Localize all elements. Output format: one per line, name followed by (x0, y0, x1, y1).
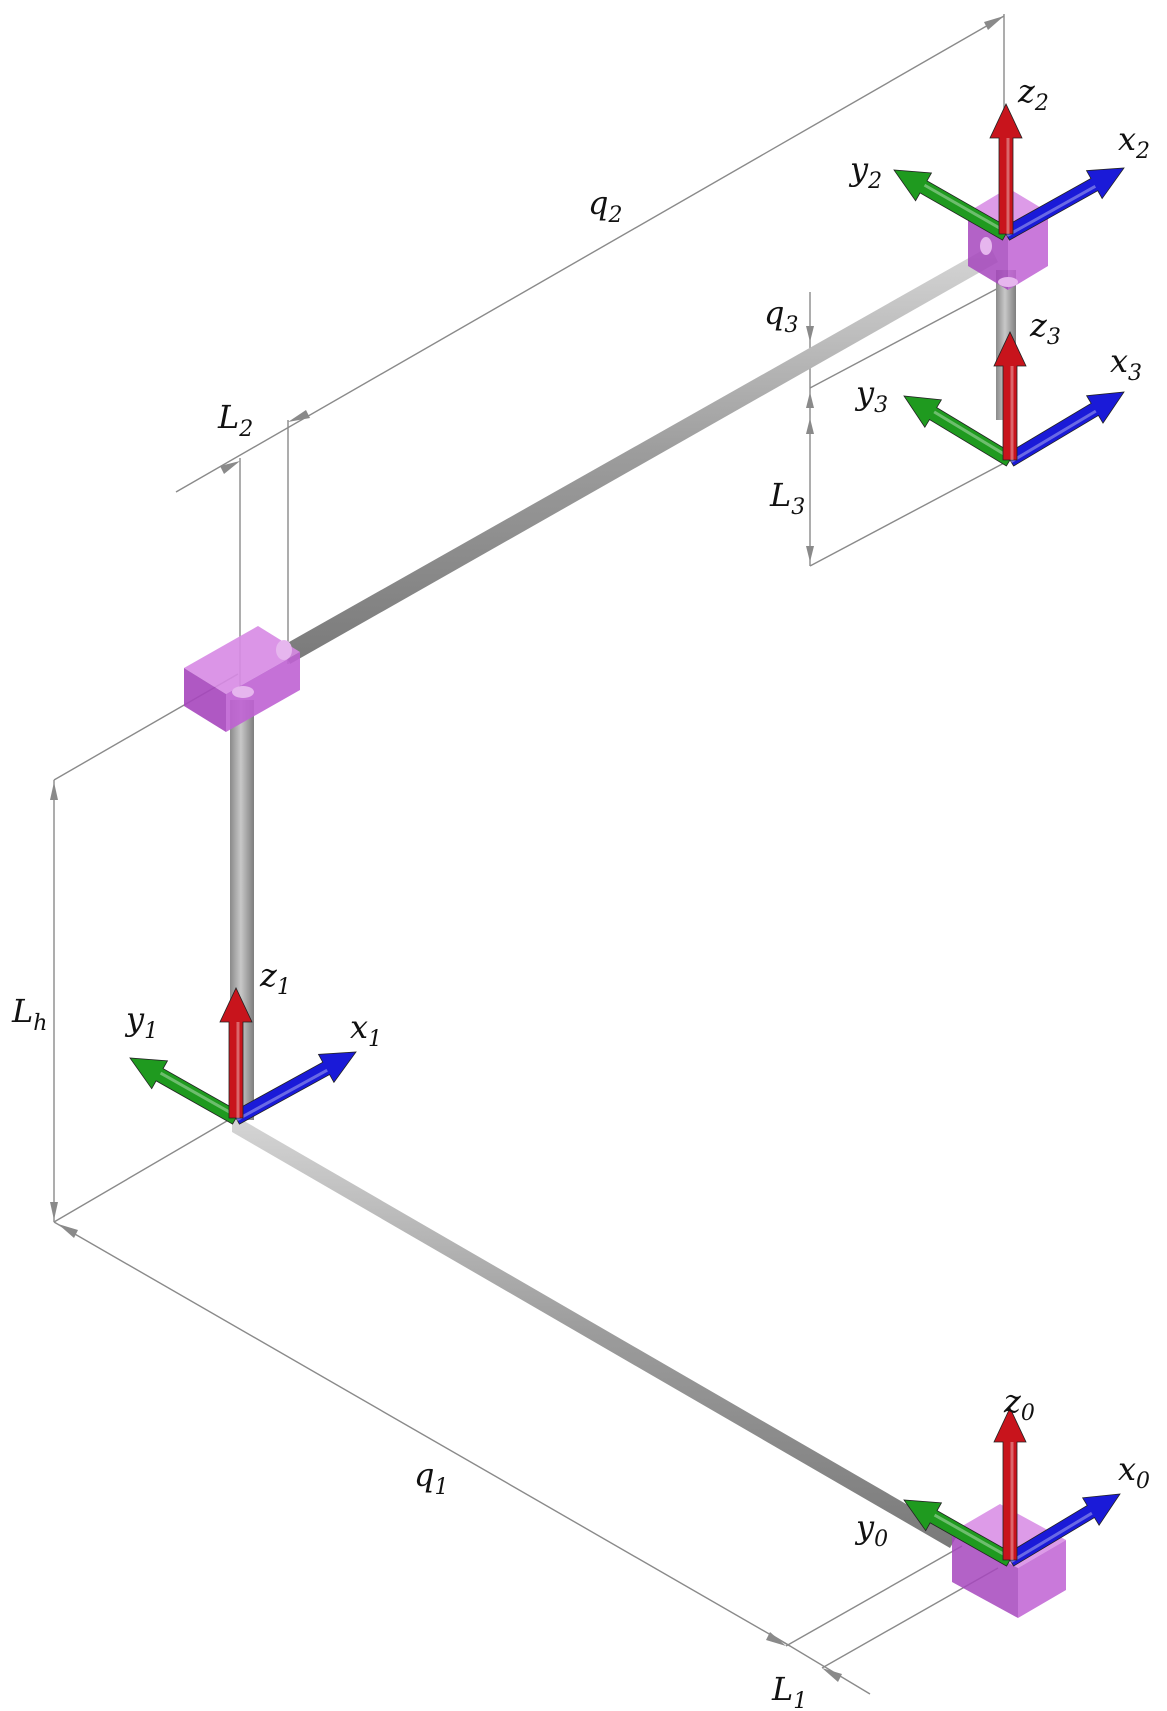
label-z2: z2 (1017, 72, 1049, 116)
label-x0: x0 (1118, 1450, 1150, 1494)
coordinate-frames (129, 103, 1125, 1567)
label-L1: L1 (771, 1670, 807, 1711)
dimension-lines (50, 14, 1007, 1695)
link-q2-rod (282, 246, 998, 664)
labels: z2 x2 y2 z3 x3 y3 z1 x1 y1 z0 x0 y0 q2 q… (11, 72, 1150, 1711)
x0-axis-arrow (1005, 1493, 1121, 1567)
y2-axis-arrow (893, 169, 1011, 241)
label-q2: q2 (588, 184, 622, 228)
joint-block-1 (184, 626, 300, 732)
x1-axis-arrow (232, 1051, 357, 1125)
z3-axis-arrow (993, 331, 1027, 461)
y3-axis-arrow (903, 395, 1015, 467)
label-y3: y3 (854, 374, 888, 418)
label-y1: y1 (124, 1000, 158, 1044)
q2-dimension (175, 14, 1005, 698)
z2-axis-arrow (989, 103, 1023, 235)
x3-axis-arrow (1005, 391, 1125, 467)
label-Lh: Lh (11, 992, 47, 1036)
label-z1: z1 (259, 956, 291, 1000)
y0-axis-arrow (903, 1499, 1014, 1567)
label-x3: x3 (1110, 342, 1142, 386)
links (230, 246, 1016, 1548)
label-x2: x2 (1118, 120, 1150, 164)
label-y0: y0 (854, 1508, 888, 1552)
x2-axis-arrow (1002, 167, 1125, 241)
label-x1: x1 (350, 1008, 382, 1052)
Lh-dimension (50, 673, 239, 1223)
q3-L3-dimension (806, 283, 1007, 567)
label-L2: L2 (217, 398, 253, 442)
label-z3: z3 (1029, 306, 1061, 350)
label-q3: q3 (764, 294, 798, 338)
z0-axis-arrow (993, 1407, 1027, 1561)
label-L3: L3 (769, 476, 805, 520)
y1-axis-arrow (129, 1057, 240, 1125)
label-z0: z0 (1003, 1382, 1035, 1426)
label-q1: q1 (414, 1456, 448, 1500)
label-y2: y2 (848, 150, 882, 194)
link-q1-rod (232, 1114, 958, 1548)
z1-axis-arrow (219, 987, 253, 1119)
